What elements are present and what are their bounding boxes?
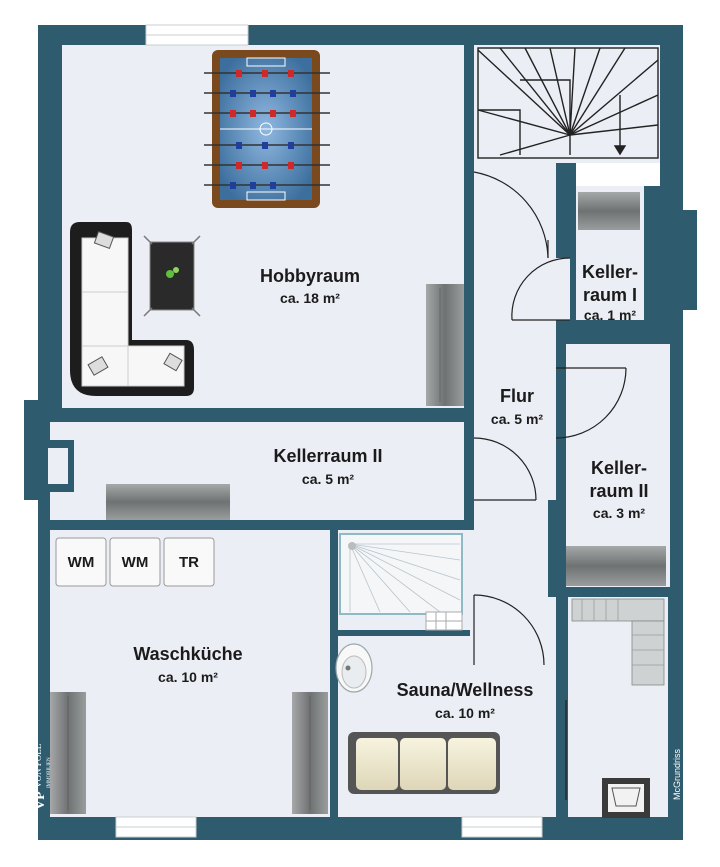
credit-mcgrundriss: McGrundriss bbox=[672, 748, 682, 800]
room-area-kellerraum-2-right: ca. 3 m² bbox=[593, 505, 645, 521]
logo-sub: IMMOBILIEN bbox=[47, 757, 52, 788]
floor-flur bbox=[474, 163, 556, 595]
foosball-table-icon bbox=[204, 50, 330, 208]
room-name-kellerraum-2-right-line1: Keller- bbox=[591, 458, 647, 478]
staircase bbox=[477, 47, 659, 159]
room-area-waschkueche: ca. 10 m² bbox=[158, 669, 218, 685]
room-area-kellerraum-2-center: ca. 5 m² bbox=[302, 471, 354, 487]
room-area-hobbyraum: ca. 18 m² bbox=[280, 290, 340, 306]
cabinets bbox=[50, 192, 666, 814]
logo-name: VON POLL bbox=[33, 744, 43, 788]
room-name-kellerraum-2-right-line2: raum II bbox=[589, 481, 648, 501]
corner-sofa-icon bbox=[70, 222, 194, 396]
sauna-lounger-icon bbox=[348, 732, 500, 794]
appliance-wm-1: WM bbox=[68, 554, 95, 571]
room-name-hobbyraum: Hobbyraum bbox=[260, 266, 360, 286]
sauna-stove-icon bbox=[602, 778, 650, 818]
von-poll-logo: VP VON POLL IMMOBILIEN bbox=[33, 744, 52, 810]
windows bbox=[115, 24, 543, 838]
shower-icon bbox=[339, 533, 463, 631]
room-area-flur: ca. 5 m² bbox=[491, 411, 543, 427]
room-name-kellerraum-1-line1: Keller- bbox=[582, 262, 638, 282]
sauna-bench-icon bbox=[571, 598, 665, 686]
floor-stair bbox=[474, 45, 660, 163]
sink-icon bbox=[335, 643, 373, 693]
room-area-sauna: ca. 10 m² bbox=[435, 705, 495, 721]
room-name-flur: Flur bbox=[500, 386, 534, 406]
room-name-kellerraum-1-line2: raum I bbox=[583, 285, 637, 305]
coffee-table-icon bbox=[143, 235, 201, 317]
logo-mark: VP bbox=[33, 791, 48, 810]
room-area-kellerraum-1: ca. 1 m² bbox=[584, 307, 636, 323]
room-name-waschkueche: Waschküche bbox=[133, 644, 242, 664]
appliances: WM WM TR bbox=[55, 537, 215, 587]
room-name-kellerraum-2-center: Kellerraum II bbox=[273, 446, 382, 466]
room-name-sauna: Sauna/Wellness bbox=[397, 680, 534, 700]
appliance-wm-2: WM bbox=[122, 554, 149, 571]
appliance-tr: TR bbox=[179, 554, 199, 571]
door-swings bbox=[473, 171, 627, 800]
